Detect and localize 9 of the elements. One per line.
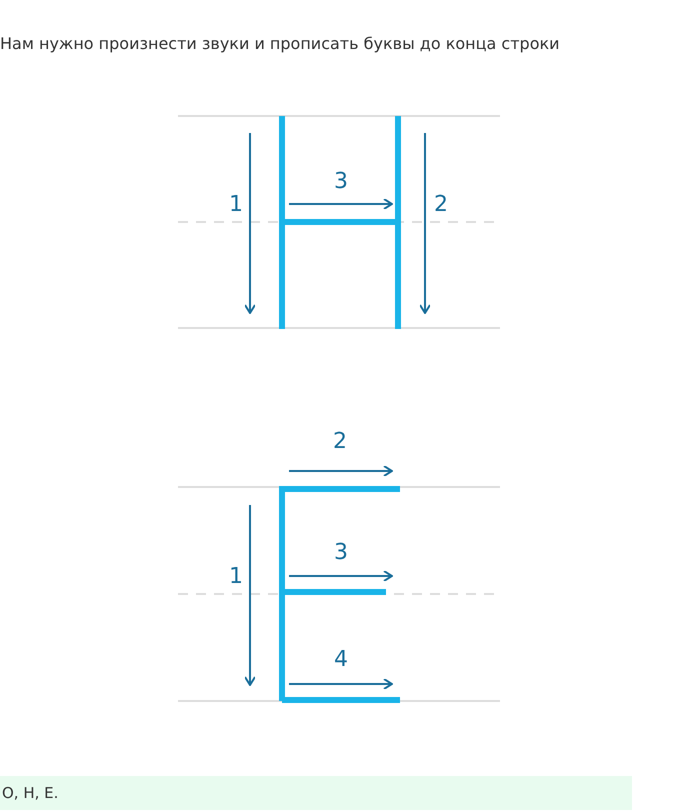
step-number: 3 bbox=[334, 170, 348, 194]
step-number: 1 bbox=[229, 193, 243, 217]
step-number: 3 bbox=[334, 541, 348, 565]
heading: Нам нужно произнести звуки и прописать буквы до конца строки bbox=[0, 34, 560, 53]
step-number: 2 bbox=[434, 193, 448, 217]
step-number: 4 bbox=[334, 648, 348, 672]
answer-panel: О, Н, Е. bbox=[0, 776, 632, 810]
step-number: 2 bbox=[333, 430, 347, 454]
step-number: 1 bbox=[229, 565, 243, 589]
